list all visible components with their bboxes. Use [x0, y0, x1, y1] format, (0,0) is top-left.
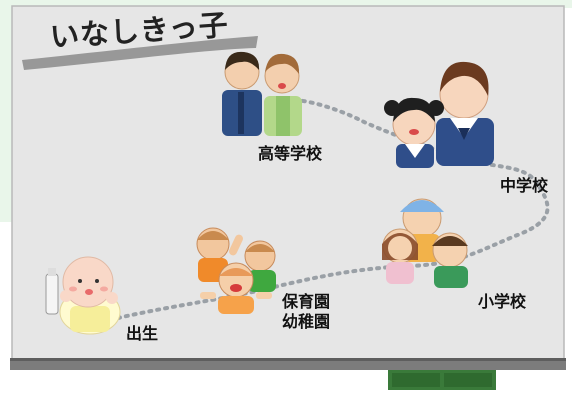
stage-label-high-school: 高等学校	[258, 144, 323, 163]
stage-label-junior-high: 中学校	[500, 176, 549, 195]
stage-label-elementary: 小学校	[478, 292, 527, 311]
junior-high-students-icon	[384, 61, 494, 168]
preschool-children-icon	[196, 227, 276, 314]
elementary-children-icon	[382, 198, 468, 288]
eraser-icon	[388, 370, 496, 390]
stage-label-preschool-line2: 幼稚園	[282, 312, 331, 331]
stage-label-preschool: 保育園 幼稚園	[282, 292, 330, 332]
green-band-top	[14, 0, 572, 8]
title-brush-stroke	[22, 36, 258, 70]
baby-icon	[45, 256, 121, 335]
green-band	[0, 0, 14, 222]
stage-label-birth: 出生	[126, 324, 159, 343]
stage-label-preschool-line1: 保育園	[282, 292, 331, 311]
high-school-students-icon	[222, 51, 302, 136]
